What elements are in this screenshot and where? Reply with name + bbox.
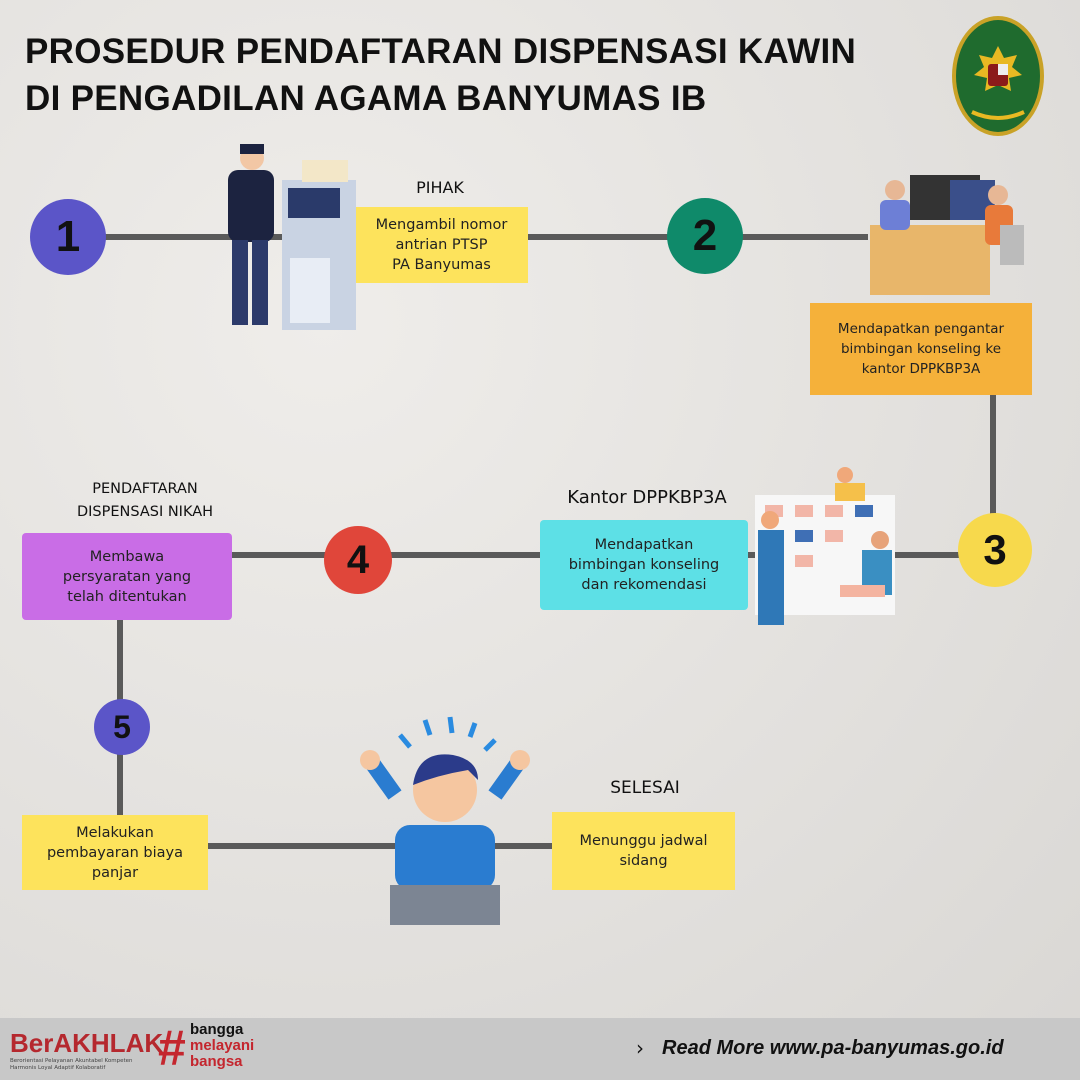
berakhlak-tagline: Berorientasi Pelayanan Akuntabel Kompete… — [10, 1058, 133, 1071]
pihak-box: Mengambil nomor antrian PTSP PA Banyumas — [355, 207, 528, 283]
step-3-circle: 3 — [958, 513, 1032, 587]
pihak-heading: PIHAK — [416, 178, 464, 197]
step-4-circle: 4 — [324, 526, 392, 594]
chevron-right-icon: › — [636, 1036, 644, 1060]
page-title-line1: PROSEDUR PENDAFTARAN DISPENSASI KAWIN — [25, 32, 857, 71]
berakhlak-logo: BerAKHLAK — [10, 1028, 164, 1058]
pembayaran-box: Melakukan pembayaran biaya panjar — [22, 815, 208, 890]
step-2-circle: 2 — [667, 198, 743, 274]
melayani-text: melayani — [190, 1037, 255, 1054]
pendaftaran-box: Membawa persyaratan yang telah ditentuka… — [22, 533, 232, 620]
page-title-line2: DI PENGADILAN AGAMA BANYUMAS IB — [25, 79, 707, 118]
counseling-illustration — [755, 467, 895, 625]
kantor-box: Mendapatkan bimbingan konseling dan reko… — [540, 520, 748, 610]
happy-person-laptop-illustration — [360, 716, 530, 925]
pengadilan-agama-seal-logo — [952, 16, 1044, 136]
connector-line — [205, 843, 555, 849]
bangga-text: bangga — [190, 1021, 244, 1038]
bangga-melayani-logo: bangga melayani bangsa — [190, 1022, 254, 1070]
connector-line — [990, 395, 996, 550]
selesai-heading: SELESAI — [610, 778, 680, 798]
selesai-box: Menunggu jadwal sidang — [552, 812, 735, 890]
footer-bar — [0, 1018, 1080, 1080]
step-1-circle: 1 — [30, 199, 106, 275]
bangsa-text: bangsa — [190, 1053, 243, 1070]
office-workers-illustration — [870, 175, 1024, 295]
pendaftaran-heading: PENDAFTARAN DISPENSASI NIKAH — [76, 481, 214, 520]
person-kiosk-illustration — [228, 144, 356, 330]
pengantar-box: Mendapatkan pengantar bimbingan konselin… — [810, 303, 1032, 395]
read-more-link[interactable]: Read More www.pa-banyumas.go.id — [662, 1037, 1004, 1059]
kantor-heading: Kantor DPPKBP3A — [567, 487, 727, 508]
hashtag-icon: # — [158, 1020, 186, 1076]
step-5-circle: 5 — [94, 699, 150, 755]
